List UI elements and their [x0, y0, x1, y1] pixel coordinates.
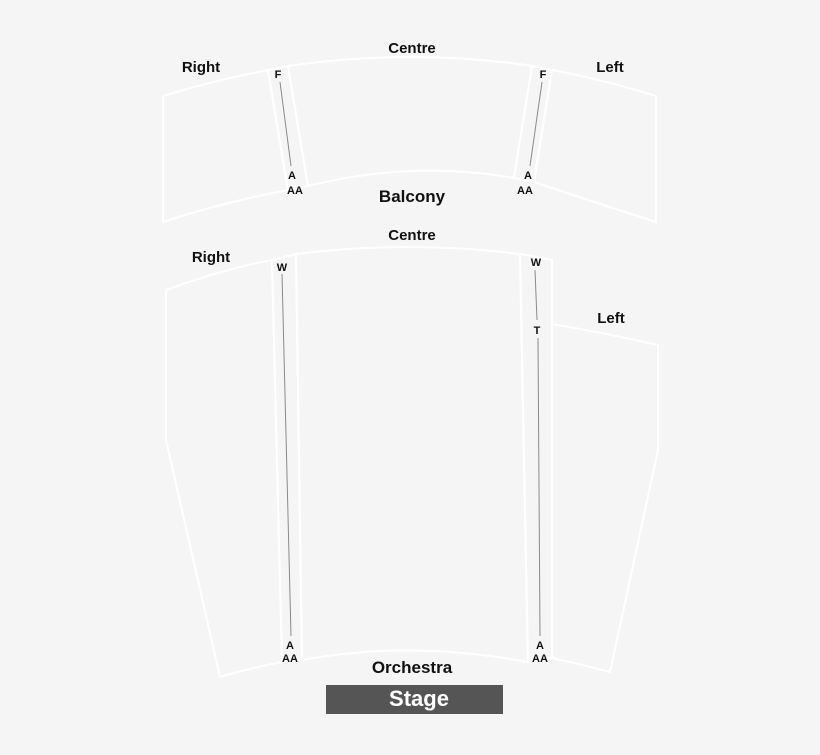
- orchestra-right-row-top: W: [277, 262, 288, 274]
- orchestra-left-label: Left: [597, 310, 625, 327]
- orchestra-centre-label: Centre: [388, 227, 436, 244]
- balcony-left-aisle-line: [529, 81, 543, 167]
- stage-label: Stage: [389, 686, 449, 711]
- balcony-right-row-top: F: [275, 69, 282, 81]
- balcony-left-row-top: F: [540, 69, 547, 81]
- balcony-centre-section[interactable]: [286, 56, 534, 188]
- balcony-right-row-a: A: [288, 170, 296, 182]
- orchestra-centre-section[interactable]: [294, 246, 530, 664]
- balcony-right-label: Right: [182, 59, 220, 76]
- balcony-centre-label: Centre: [388, 40, 436, 57]
- orchestra-right-row-a: A: [286, 640, 294, 652]
- orchestra-right-label: Right: [192, 249, 230, 266]
- balcony-left-row-aa: AA: [517, 185, 533, 197]
- orchestra-left-section[interactable]: [551, 322, 659, 674]
- orchestra-right-section[interactable]: [165, 258, 284, 679]
- orchestra-left-row-a: A: [536, 640, 544, 652]
- balcony-title: Balcony: [379, 187, 446, 206]
- orchestra-left-row-mid: T: [534, 325, 541, 337]
- balcony-right-aisle-line: [279, 81, 292, 167]
- orchestra-right-row-aa: AA: [282, 653, 298, 665]
- balcony-left-row-a: A: [524, 170, 532, 182]
- orchestra-left-aisle-lower-line: [537, 337, 541, 637]
- orchestra-title: Orchestra: [372, 658, 453, 677]
- balcony-left-section[interactable]: [532, 68, 657, 224]
- orchestra-left-row-top: W: [531, 257, 542, 269]
- balcony-right-section[interactable]: [162, 68, 290, 224]
- orchestra-left-row-aa: AA: [532, 653, 548, 665]
- stage: [326, 685, 503, 714]
- orchestra-left-aisle-upper-line: [534, 269, 538, 321]
- orchestra-right-aisle-line: [281, 273, 292, 637]
- balcony-right-row-aa: AA: [287, 185, 303, 197]
- balcony-left-label: Left: [596, 59, 624, 76]
